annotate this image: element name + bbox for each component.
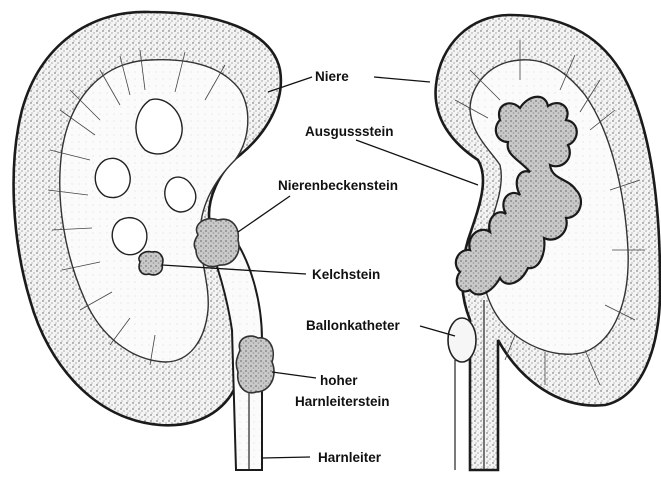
ureter-stone — [236, 336, 274, 393]
harnleiter-leader — [262, 457, 310, 458]
balloon-catheter — [448, 318, 476, 362]
pelvic-stone — [194, 219, 239, 267]
label-nierenbeckenstein: Nierenbeckenstein — [278, 178, 398, 193]
left-kidney — [14, 12, 281, 470]
label-ausgussstein: Ausgussstein — [305, 124, 394, 139]
label-hoher: hoher — [320, 373, 358, 388]
nierenbeckenstein-leader — [238, 196, 290, 232]
calyx-stone — [139, 252, 163, 275]
harnleiterstein-leader — [272, 372, 316, 378]
niere-leader-right — [374, 77, 430, 82]
label-niere: Niere — [315, 69, 349, 84]
right-kidney — [436, 15, 661, 470]
label-harnleiter: Harnleiter — [318, 450, 382, 465]
label-ballonkatheter: Ballonkatheter — [306, 318, 401, 333]
label-harnleiterstein: Harnleiterstein — [295, 394, 390, 409]
label-kelchstein: Kelchstein — [312, 267, 380, 282]
